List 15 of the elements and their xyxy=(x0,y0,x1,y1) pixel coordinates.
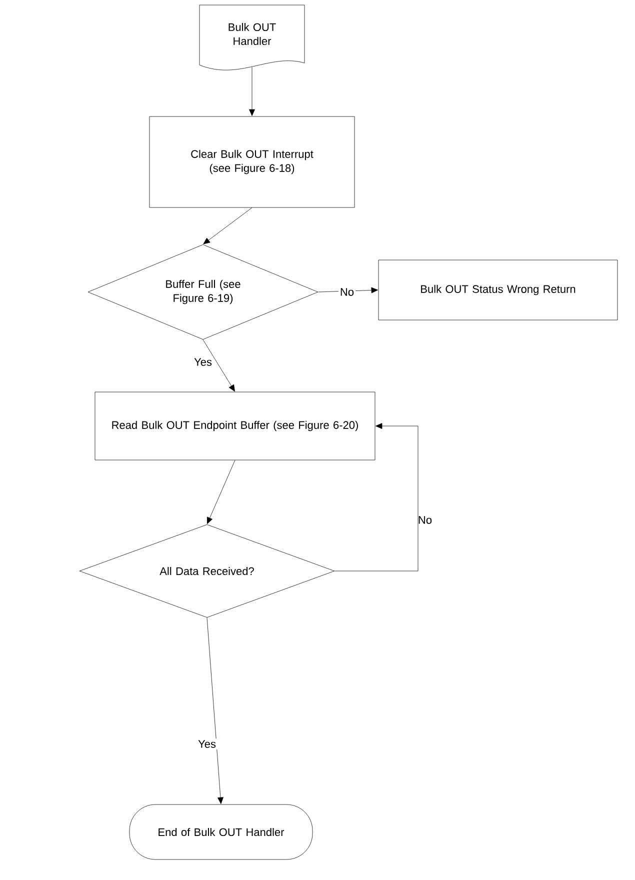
terminal-box: End of Bulk OUT Handler xyxy=(129,804,313,860)
edge-label: No xyxy=(338,286,356,298)
arrow xyxy=(206,618,224,804)
process-box: Bulk OUT Status Wrong Return xyxy=(378,260,618,320)
edge-label: Yes xyxy=(196,738,218,750)
arrow xyxy=(334,423,418,572)
arrow xyxy=(249,109,255,116)
arrow xyxy=(202,340,235,392)
edge-label: No xyxy=(418,516,432,524)
arrow xyxy=(207,460,236,524)
process-box: Clear Bulk OUT Interrupt (see Figure 6-18) xyxy=(149,116,355,208)
process-box: Read Bulk OUT Endpoint Buffer (see Figure 6-20) xyxy=(94,392,376,460)
edge-label: Yes xyxy=(192,356,214,368)
arrow xyxy=(318,287,378,294)
arrow xyxy=(203,208,252,244)
